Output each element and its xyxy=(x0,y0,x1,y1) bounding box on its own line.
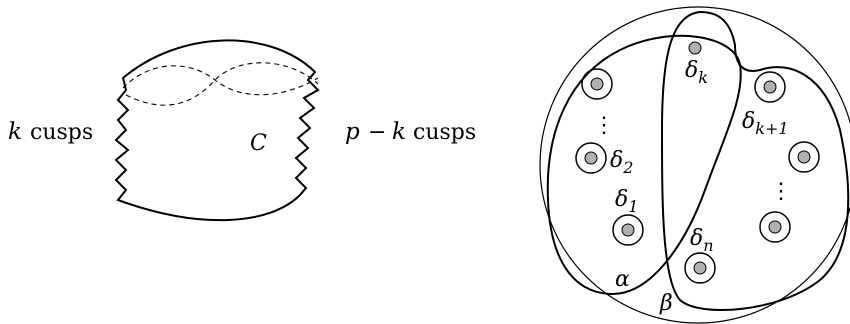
puncture-delta-n xyxy=(684,252,716,284)
right-cusps-var-k: k xyxy=(392,119,406,145)
curve-c xyxy=(122,65,319,96)
curve-alpha xyxy=(546,34,742,296)
outer-disk xyxy=(539,6,850,324)
ellipsis-left: ⋮ xyxy=(593,113,615,138)
label-alpha: α xyxy=(615,267,630,292)
punctured-disk xyxy=(539,6,850,324)
label-delta-k: δk xyxy=(685,58,708,87)
puncture-delta-k-plus-1 xyxy=(754,71,786,103)
left-cusps-var: k xyxy=(8,119,22,145)
label-delta-k-plus-1: δk+1 xyxy=(742,109,789,138)
ellipsis-right: ⋮ xyxy=(770,179,792,204)
puncture-right-middle xyxy=(788,141,820,173)
curve-beta xyxy=(660,10,850,312)
label-delta-1: δ1 xyxy=(615,187,638,216)
puncture-delta-2 xyxy=(575,142,607,174)
label-delta-n: δn xyxy=(690,226,714,255)
cusped-surface xyxy=(114,39,320,222)
puncture-delta-k xyxy=(688,41,702,55)
label-delta-2: δ2 xyxy=(610,148,633,177)
curve-c-label: C xyxy=(250,131,267,156)
right-cusps-minus: − xyxy=(368,120,386,145)
right-cusps-word: cusps xyxy=(413,120,476,145)
puncture-delta-1 xyxy=(612,214,644,246)
right-cusps-var-p: p xyxy=(345,119,360,145)
surface-outline xyxy=(114,39,320,222)
puncture-upper-left xyxy=(581,68,613,100)
puncture-right-lower xyxy=(759,211,791,243)
left-cusps-word: cusps xyxy=(30,120,93,145)
label-beta: β xyxy=(659,291,673,316)
